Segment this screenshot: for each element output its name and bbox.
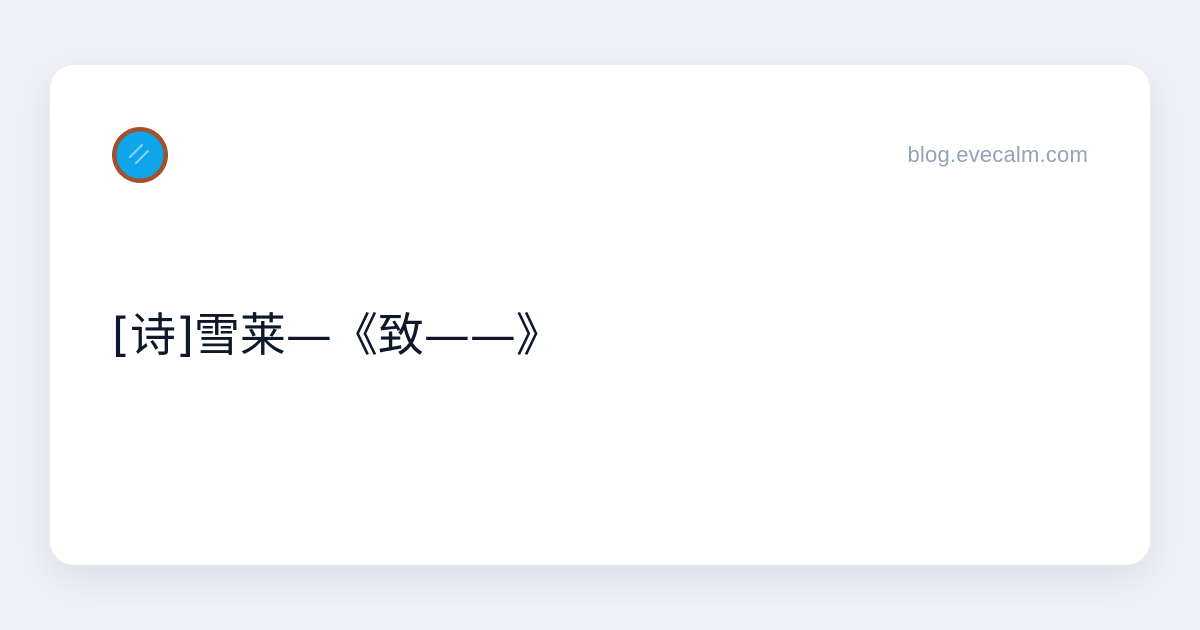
site-domain: blog.evecalm.com [907,142,1088,167]
post-title: [诗]雪莱—《致——》 [112,308,562,362]
mirror-icon [112,127,168,183]
og-card: blog.evecalm.com [诗]雪莱—《致——》 [50,65,1150,565]
site-logo [110,125,170,185]
